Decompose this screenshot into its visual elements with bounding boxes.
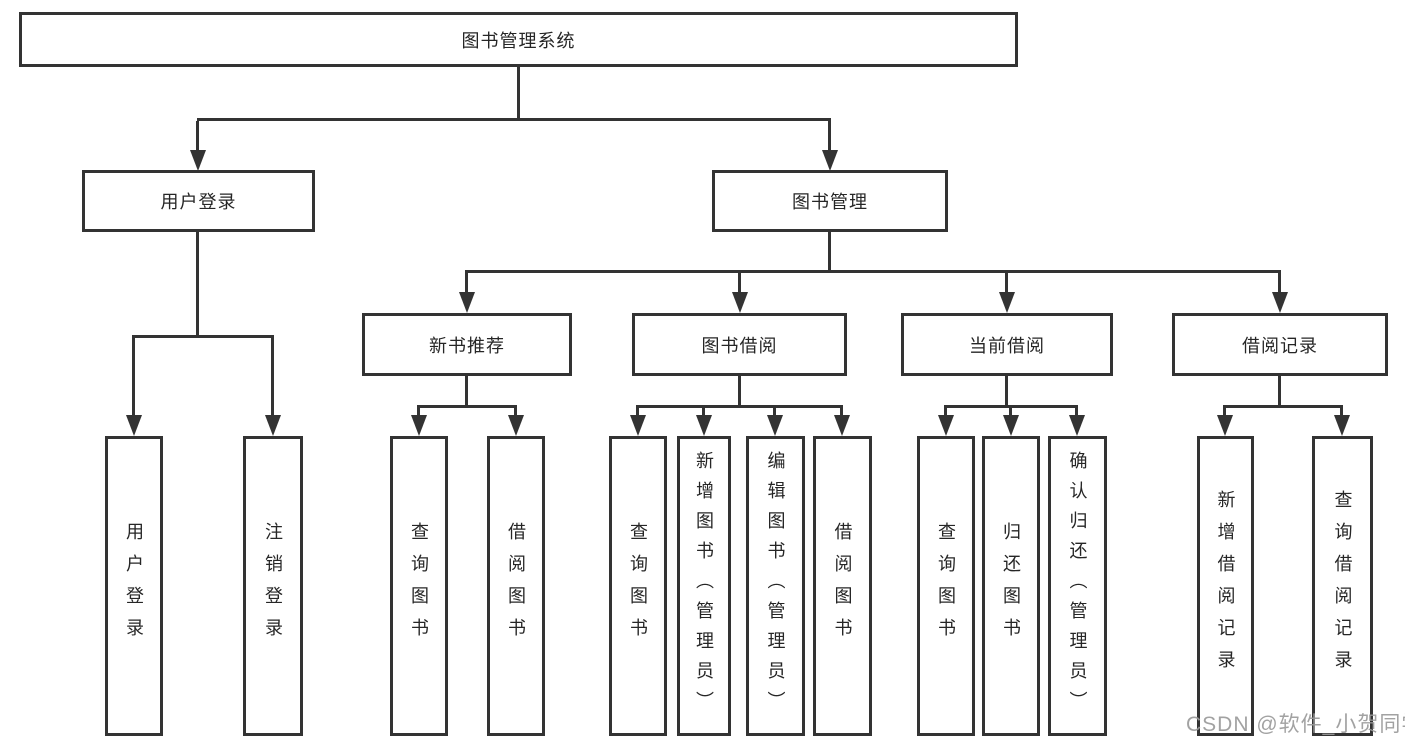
node-book-borrow: 图书借阅 — [632, 313, 847, 376]
node-label: 图书管理系统 — [461, 30, 576, 51]
connector-line — [197, 118, 831, 121]
arrow-down-icon — [265, 415, 281, 436]
leaf-label: 确认归还（管理员） — [1067, 451, 1088, 721]
node-library-management-system: 图书管理系统 — [19, 12, 1018, 67]
connector-line — [1009, 408, 1012, 416]
leaf-label: 新增借阅记录 — [1215, 490, 1236, 682]
leaf-nbr-query-books: 查询图书 — [390, 436, 448, 736]
node-label: 当前借阅 — [969, 335, 1045, 356]
connector-line — [514, 408, 517, 416]
connector-line — [1223, 405, 1343, 408]
connector-line — [1075, 408, 1078, 416]
node-user-login: 用户登录 — [82, 170, 315, 232]
connector-line — [636, 405, 843, 408]
arrow-down-icon — [190, 150, 206, 171]
leaf-label: 借阅图书 — [506, 522, 526, 650]
arrow-down-icon — [822, 150, 838, 171]
leaf-label: 注销登录 — [263, 522, 283, 650]
connector-line — [738, 273, 741, 293]
connector-line — [773, 408, 776, 416]
arrow-down-icon — [508, 415, 524, 436]
connector-line — [1005, 376, 1008, 407]
leaf-bb-add-books-admin: 新增图书（管理员） — [677, 436, 731, 736]
connector-line — [417, 405, 517, 408]
leaf-label: 查询图书 — [628, 522, 648, 650]
arrow-down-icon — [767, 415, 783, 436]
connector-line — [196, 121, 199, 152]
node-label: 图书借阅 — [701, 335, 778, 356]
arrow-down-icon — [1334, 415, 1350, 436]
connector-line — [417, 408, 420, 416]
arrow-down-icon — [1272, 292, 1288, 313]
node-label: 新书推荐 — [429, 335, 505, 356]
connector-line — [132, 335, 274, 338]
connector-line — [828, 232, 831, 272]
connector-line — [1340, 408, 1343, 416]
connector-line — [1278, 376, 1281, 407]
connector-line — [738, 376, 741, 407]
connector-line — [132, 338, 135, 416]
leaf-bb-edit-books-admin: 编辑图书（管理员） — [746, 436, 805, 736]
connector-line — [517, 67, 520, 120]
connector-line — [196, 232, 199, 337]
connector-line — [702, 408, 705, 416]
connector-line — [271, 338, 274, 416]
node-label: 用户登录 — [160, 192, 237, 212]
leaf-bb-borrow-books: 借阅图书 — [813, 436, 872, 736]
arrow-down-icon — [732, 292, 748, 313]
leaf-nbr-borrow-books: 借阅图书 — [487, 436, 545, 736]
connector-line — [465, 270, 1281, 273]
leaf-label: 查询图书 — [409, 522, 429, 650]
leaf-label: 新增图书（管理员） — [694, 451, 714, 721]
arrow-down-icon — [630, 415, 646, 436]
leaf-cb-return-books: 归还图书 — [982, 436, 1040, 736]
leaf-label: 查询借阅记录 — [1332, 490, 1353, 682]
leaf-cb-query-books: 查询图书 — [917, 436, 975, 736]
arrow-down-icon — [696, 415, 712, 436]
node-new-book-recommend: 新书推荐 — [362, 313, 572, 376]
leaf-label: 借阅图书 — [832, 522, 853, 650]
arrow-down-icon — [459, 292, 475, 313]
connector-line — [465, 376, 468, 407]
leaf-label: 编辑图书（管理员） — [765, 451, 786, 721]
arrow-down-icon — [126, 415, 142, 436]
watermark: CSDN @软件_小贺同学 — [1186, 713, 1405, 736]
connector-line — [944, 405, 1078, 408]
connector-line — [636, 408, 639, 416]
connector-line — [944, 408, 947, 416]
leaf-user-login: 用户登录 — [105, 436, 163, 736]
connector-line — [465, 273, 468, 293]
leaf-label: 用户登录 — [124, 522, 144, 650]
node-label: 图书管理 — [792, 192, 868, 212]
leaf-cb-confirm-return-admin: 确认归还（管理员） — [1048, 436, 1107, 736]
arrow-down-icon — [1217, 415, 1233, 436]
node-label: 借阅记录 — [1242, 335, 1318, 356]
node-borrow-records: 借阅记录 — [1172, 313, 1388, 376]
connector-line — [840, 408, 843, 416]
node-book-management: 图书管理 — [712, 170, 948, 232]
arrow-down-icon — [1069, 415, 1085, 436]
leaf-br-add-record: 新增借阅记录 — [1197, 436, 1254, 736]
leaf-label: 查询图书 — [936, 522, 956, 650]
arrow-down-icon — [1003, 415, 1019, 436]
arrow-down-icon — [834, 415, 850, 436]
arrow-down-icon — [938, 415, 954, 436]
leaf-label: 归还图书 — [1001, 522, 1021, 650]
connector-line — [1005, 273, 1008, 293]
connector-line — [828, 121, 831, 152]
leaf-logout: 注销登录 — [243, 436, 303, 736]
connector-line — [1278, 273, 1281, 293]
connector-line — [1223, 408, 1226, 416]
leaf-br-query-record: 查询借阅记录 — [1312, 436, 1373, 736]
leaf-bb-query-books: 查询图书 — [609, 436, 667, 736]
arrow-down-icon — [411, 415, 427, 436]
arrow-down-icon — [999, 292, 1015, 313]
node-current-borrow: 当前借阅 — [901, 313, 1113, 376]
